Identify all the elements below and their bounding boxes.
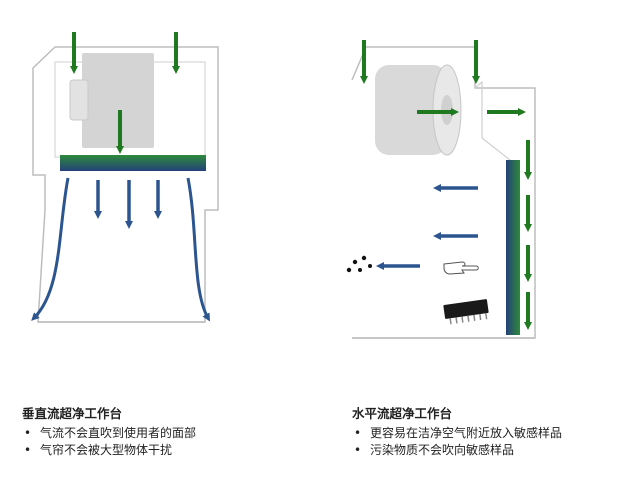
feature-item: •污染物质不会吹向敏感样品: [354, 443, 515, 457]
curtain-flow-arrow: [186, 177, 210, 322]
feature-item: •气流不会直吹到使用者的面部: [24, 426, 197, 440]
horizontal-flow-cabinet: [346, 40, 536, 339]
fan-unit: [69, 53, 154, 148]
particles-icon: [346, 255, 372, 273]
feature-list: •气流不会直吹到使用者的面部 •气帘不会被大型物体干扰: [22, 425, 196, 459]
caption-title: 水平流超净工作台: [352, 406, 453, 421]
airflow-diagrams: [31, 32, 536, 339]
caption-title: 垂直流超净工作台: [22, 406, 123, 421]
vertical-flow-caption: 垂直流超净工作台 •气流不会直吹到使用者的面部 •气帘不会被大型物体干扰: [22, 403, 196, 459]
feature-list: •更容易在洁净空气附近放入敏感样品 •污染物质不会吹向敏感样品: [352, 425, 562, 459]
feature-item: •气帘不会被大型物体干扰: [24, 443, 173, 457]
pointing-hand-icon: [443, 261, 479, 275]
feature-item: •更容易在洁净空气附近放入敏感样品: [354, 426, 563, 440]
horizontal-flow-caption: 水平流超净工作台 •更容易在洁净空气附近放入敏感样品 •污染物质不会吹向敏感样品: [352, 403, 562, 459]
curtain-flow-arrow: [31, 177, 70, 321]
cabinet-inner-wall: [474, 80, 511, 335]
hepa-filter: [60, 155, 206, 171]
microchip-icon: [443, 299, 489, 325]
vertical-flow-cabinet: [31, 32, 219, 323]
hepa-filter: [506, 160, 520, 335]
